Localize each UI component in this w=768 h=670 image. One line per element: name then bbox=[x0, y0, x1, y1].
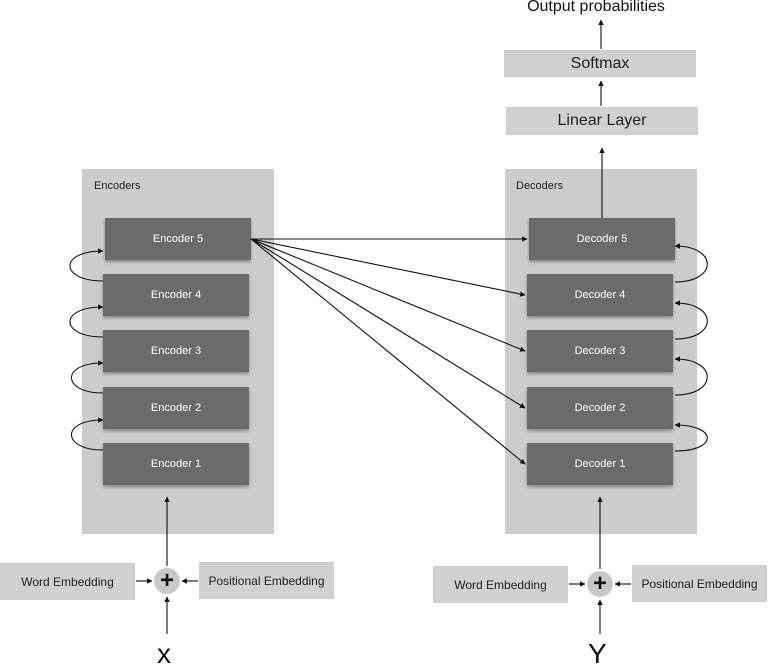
decoder-label: Decoder 2 bbox=[574, 402, 626, 414]
decoder-loop-arrow bbox=[674, 356, 708, 396]
decoder-label: Decoder 4 bbox=[574, 289, 626, 301]
decoder-positional-embedding-box: Positional Embedding bbox=[632, 565, 767, 602]
encoder-block: Encoder 3 bbox=[103, 330, 249, 372]
encoder-block: Encoder 4 bbox=[103, 274, 249, 316]
decoder-positional-embedding-label: Positional Embedding bbox=[641, 576, 758, 591]
encoder-block: Encoder 5 bbox=[105, 218, 251, 260]
encoder-label: Encoder 1 bbox=[150, 458, 202, 470]
decoder-word-embedding-label: Word Embedding bbox=[454, 577, 547, 592]
softmax-label: Softmax bbox=[570, 54, 630, 72]
softmax-box: Softmax bbox=[504, 50, 696, 77]
encoder-positional-embedding-box: Positional Embedding bbox=[199, 562, 334, 599]
decoder-block: Decoder 5 bbox=[529, 218, 675, 260]
decoder-block: Decoder 4 bbox=[527, 274, 673, 316]
decoders-title: Decoders bbox=[516, 180, 564, 192]
linear-layer-box: Linear Layer bbox=[506, 107, 698, 135]
encoder-positional-embedding-label: Positional Embedding bbox=[208, 573, 325, 588]
decoder-loop-arrow bbox=[674, 422, 708, 452]
encoder-word-embedding-box: Word Embedding bbox=[0, 563, 135, 600]
encoder-add-icon: + bbox=[154, 568, 180, 594]
enc5-to-dec4-arrow bbox=[250, 238, 526, 297]
decoder-add-icon: + bbox=[587, 571, 613, 597]
encoders-title: Encoders bbox=[94, 180, 141, 192]
decoder-block: Decoder 1 bbox=[527, 443, 673, 485]
decoder-block: Decoder 2 bbox=[527, 387, 673, 429]
encoder-block: Encoder 1 bbox=[103, 443, 249, 485]
encoder-label: Encoder 3 bbox=[150, 345, 202, 357]
enc5-to-dec3-arrow bbox=[250, 238, 526, 352]
decoder-block: Decoder 3 bbox=[527, 330, 673, 372]
decoder-loop-arrow bbox=[674, 300, 708, 340]
enc5-to-dec2-arrow bbox=[250, 238, 526, 409]
encoder-label: Encoder 5 bbox=[152, 233, 204, 245]
encoder-word-embedding-label: Word Embedding bbox=[21, 574, 114, 589]
enc5-to-dec1-arrow bbox=[250, 238, 526, 465]
decoder-loop-arrow bbox=[674, 243, 708, 283]
encoder-input-symbol: x bbox=[157, 638, 171, 669]
encoder-loop-arrow bbox=[69, 304, 104, 338]
decoder-label: Decoder 5 bbox=[576, 233, 628, 245]
decoder-input-symbol: Y bbox=[588, 638, 607, 669]
encoder-label: Encoder 2 bbox=[150, 402, 202, 414]
output-label: Output probabilities bbox=[527, 0, 665, 15]
encoder-label: Encoder 4 bbox=[150, 289, 202, 301]
decoder-label: Decoder 1 bbox=[574, 458, 626, 470]
decoder-label: Decoder 3 bbox=[574, 345, 626, 357]
encoder-loop-arrow bbox=[71, 417, 104, 451]
encoder-block: Encoder 2 bbox=[103, 387, 249, 429]
encoder-loop-arrow bbox=[69, 248, 104, 282]
encoder-loop-arrow bbox=[71, 360, 104, 394]
linear-layer-label: Linear Layer bbox=[557, 112, 647, 129]
decoder-word-embedding-box: Word Embedding bbox=[433, 566, 568, 603]
